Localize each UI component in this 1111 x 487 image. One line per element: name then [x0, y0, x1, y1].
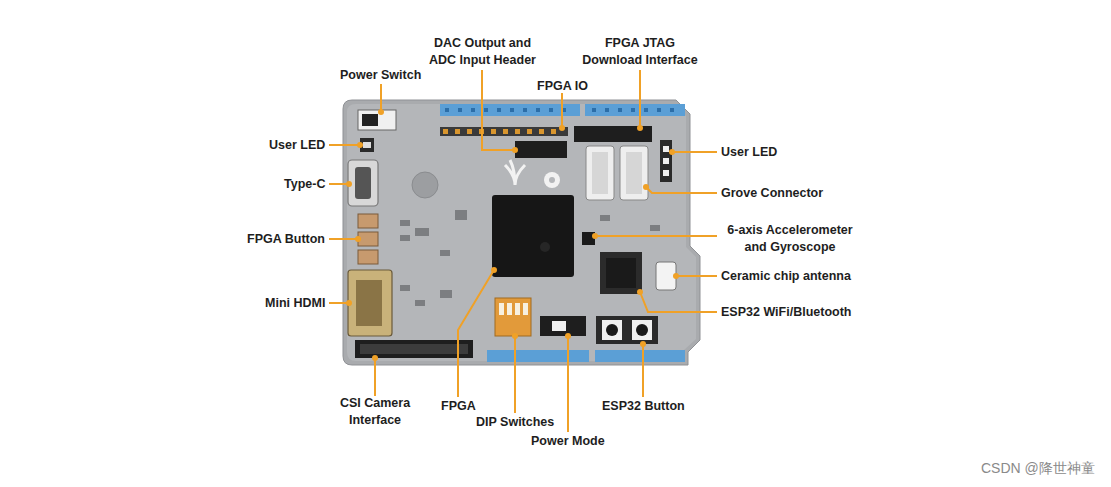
part-label: User LED: [269, 137, 325, 154]
part-label: DAC Output and ADC Input Header: [425, 35, 540, 69]
part-label: FPGA Button: [247, 231, 325, 248]
part-label: FPGA: [441, 398, 476, 415]
part-label: Ceramic chip antenna: [721, 268, 851, 285]
part-label: User LED: [721, 144, 777, 161]
part-label: Power Switch: [340, 67, 421, 84]
watermark: CSDN @降世神童: [981, 459, 1095, 478]
part-label: FPGA IO: [537, 78, 588, 95]
part-label: ESP32 Button: [602, 398, 685, 415]
part-label: 6-axis Accelerometer and Gyroscope: [721, 222, 859, 256]
part-label: ESP32 WiFi/Bluetooth: [721, 304, 851, 321]
part-label: Grove Connector: [721, 185, 823, 202]
part-label: CSI Camera Interface: [334, 395, 416, 429]
part-label: DIP Switches: [476, 414, 554, 431]
part-label: FPGA JTAG Download Interface: [578, 35, 702, 69]
part-label: Mini HDMI: [265, 295, 325, 312]
part-label: Power Mode: [531, 433, 605, 450]
part-label: Type-C: [284, 176, 325, 193]
